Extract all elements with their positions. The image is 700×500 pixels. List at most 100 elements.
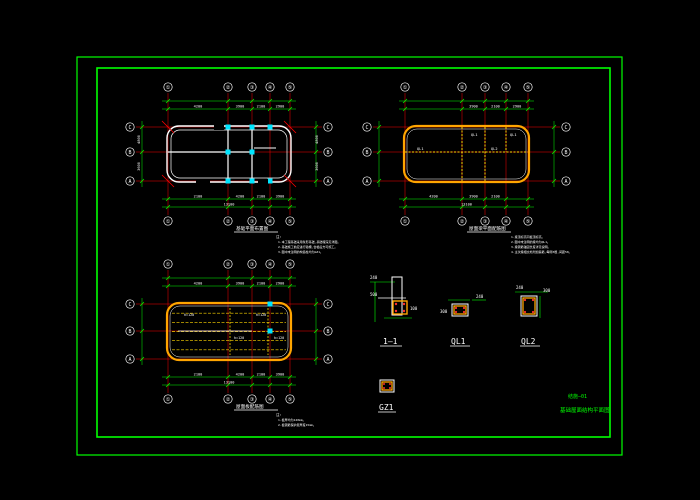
beam-label-2: QL1	[471, 133, 478, 137]
dim-bottom-1: 4200	[429, 195, 438, 199]
section-1-1-label: 1—1	[383, 337, 398, 346]
dim-right-2: 3600	[315, 162, 319, 171]
axis-bubble-top-5: ⑤	[526, 85, 531, 91]
axis-bubble-top-3: ③	[483, 85, 488, 91]
axis-bubble-top-4: ④	[504, 85, 509, 91]
axis-bubble-bottom-2: ②	[460, 219, 465, 225]
axis-bubble-bottom-3: ③	[250, 219, 255, 225]
dim-top-3: 2900	[513, 105, 522, 109]
axis-bubble-bottom-3: ③	[250, 397, 255, 403]
dim-total: 13100	[224, 203, 235, 207]
axis-bubble-top-4: ④	[268, 85, 273, 91]
note-line-1: 1.本工程基础采用条形基础,基础埋深见详图。	[278, 239, 340, 244]
dim-top-2: 2100	[491, 105, 500, 109]
drawing-title: 基础屋面结构平面图	[560, 406, 610, 414]
slab-label-1: h=120	[184, 313, 194, 317]
section-1-1-detail: 240 500 100 1—1	[370, 275, 418, 347]
dim-top-4: 2900	[276, 282, 285, 286]
axis-bubble-top-2: ②	[460, 85, 465, 91]
axis-bubble-top-3: ③	[250, 262, 255, 268]
dim-bottom-1: 2100	[194, 195, 203, 199]
inner-frame	[96, 67, 611, 438]
axis-bubble-bottom-1: ①	[166, 219, 171, 225]
dim-top-4: 2900	[276, 105, 285, 109]
plan-title: 屋面板配筋图	[236, 403, 264, 410]
axis-bubble-axis_left-C: C	[128, 302, 131, 308]
ql2-label: QL2	[521, 337, 536, 346]
axis-bubble-axis_left-B: B	[128, 329, 131, 335]
slab-label-3: h=120	[234, 336, 244, 340]
axis-bubble-top-1: ①	[166, 262, 171, 268]
axis-bubble-axis_right-C: C	[326, 125, 329, 131]
axis-bubble-axis_left-A: A	[365, 179, 368, 185]
dim-bottom-3: 2100	[257, 373, 266, 377]
gz1-detail: GZ1	[378, 379, 396, 413]
note-line-3: 3.图中未注明的构造柱均为GZ1。	[278, 249, 323, 254]
axis-bubble-axis_right-B: B	[564, 150, 567, 156]
axis-bubble-top-5: ⑤	[288, 262, 293, 268]
dim-left-2: 3600	[137, 162, 141, 171]
ql2-dim-a: 240	[516, 285, 524, 290]
axis-bubble-axis_right-A: A	[564, 179, 567, 185]
axis-bubble-bottom-4: ④	[268, 219, 273, 225]
ql1-dim-a: 240	[476, 294, 484, 299]
note-line-2: 2.图中未注明的梁均为QL1。	[511, 239, 550, 244]
plan-title: 屋面梁平面配筋图	[469, 225, 506, 232]
axis-bubble-top-2: ②	[226, 262, 231, 268]
ql2-dim-b: 300	[543, 288, 551, 293]
ql1-detail: 240 300 QL1	[440, 294, 486, 347]
beam-label-1: QL1	[417, 147, 424, 151]
note-line-1: 1.板厚均为120mm。	[278, 417, 306, 422]
axis-bubble-axis_right-A: A	[326, 357, 329, 363]
dim-top-3: 2100	[257, 105, 266, 109]
dim-total: 13100	[461, 203, 472, 207]
axis-bubble-axis_left-C: C	[365, 125, 368, 131]
outer-frame	[76, 56, 623, 456]
dim-bottom-3: 2100	[491, 195, 500, 199]
dim-bottom-3: 2100	[257, 195, 266, 199]
slab-label-4: h=120	[274, 336, 284, 340]
note-line-2: 2.板钢筋保护层厚度15mm。	[278, 422, 316, 427]
ql1-dim-b: 300	[440, 309, 448, 314]
axis-bubble-axis_right-C: C	[326, 302, 329, 308]
dim-top-1: 4200	[194, 282, 203, 286]
axis-bubble-bottom-1: ①	[166, 397, 171, 403]
axis-bubble-axis_right-B: B	[326, 329, 329, 335]
axis-bubble-bottom-2: ②	[226, 397, 231, 403]
dim-top-3: 2100	[257, 282, 266, 286]
dim-top-1: 3900	[469, 105, 478, 109]
slab-label-2: h=120	[256, 313, 266, 317]
dim-top-1: 4200	[194, 105, 203, 109]
axis-bubble-top-4: ④	[268, 262, 273, 268]
axis-bubble-axis_left-A: A	[128, 357, 131, 363]
ql1-label: QL1	[451, 337, 466, 346]
note-line-1: 1.梁顶标高同板顶标高。	[511, 234, 545, 239]
section-1-1-dim-a: 240	[370, 275, 378, 280]
axis-bubble-axis_right-B: B	[326, 150, 329, 156]
axis-bubble-top-2: ②	[226, 85, 231, 91]
axis-bubble-axis_left-B: B	[128, 150, 131, 156]
gz1-label: GZ1	[379, 403, 394, 412]
axis-bubble-top-1: ①	[166, 85, 171, 91]
note-line-3: 3.梁钢筋锚固长度详见说明。	[511, 244, 551, 249]
note-line-4: 4.主次梁相交处附加箍筋,每侧3根,间距50。	[511, 249, 572, 254]
dim-top-2: 3900	[236, 105, 245, 109]
dim-bottom-4: 3900	[276, 195, 285, 199]
dim-left-1: 4800	[137, 135, 141, 144]
dim-bottom-2: 4200	[236, 195, 245, 199]
axis-bubble-bottom-5: ⑤	[288, 397, 293, 403]
axis-bubble-axis_left-B: B	[365, 150, 368, 156]
plan-title: 基础平面布置图	[236, 225, 269, 232]
section-1-1-dim-b: 500	[370, 292, 378, 297]
drawing-number: 结施—01	[568, 393, 587, 400]
dim-bottom-2: 4200	[236, 373, 245, 377]
note-line-2: 2.基础施工前应进行验槽,合格后方可施工。	[278, 244, 337, 249]
axis-bubble-top-3: ③	[250, 85, 255, 91]
dim-bottom-1: 2100	[194, 373, 203, 377]
axis-bubble-top-1: ①	[403, 85, 408, 91]
axis-bubble-bottom-2: ②	[226, 219, 231, 225]
axis-bubble-bottom-5: ⑤	[288, 219, 293, 225]
dim-bottom-4: 3900	[276, 373, 285, 377]
